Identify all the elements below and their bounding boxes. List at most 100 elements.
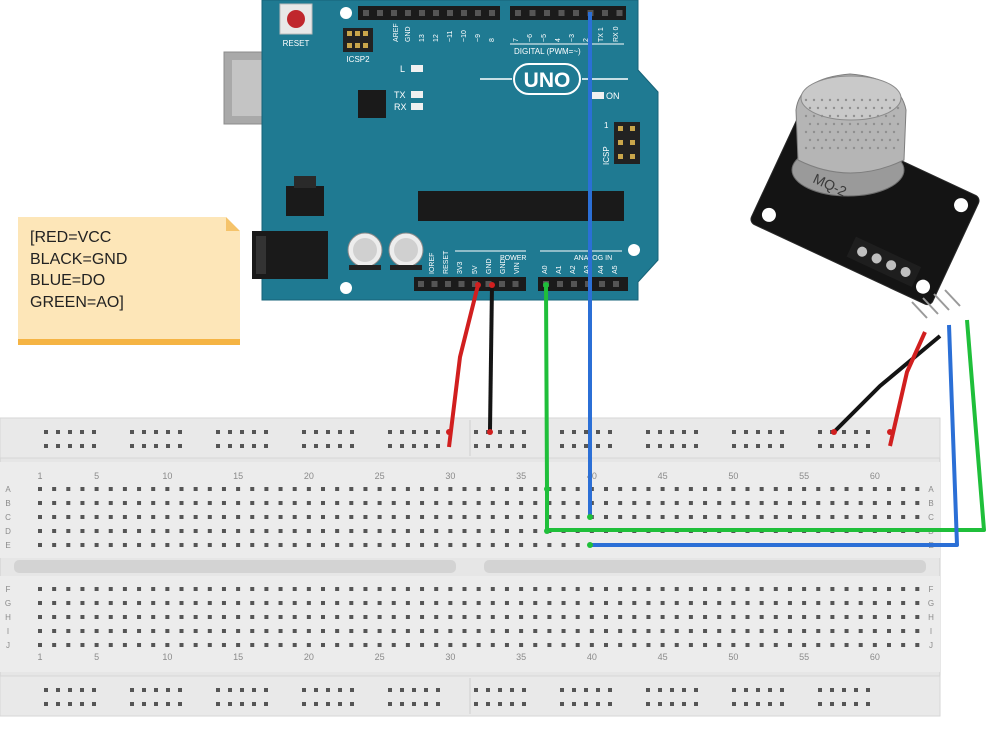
wire-blue-do-sensor <box>590 324 959 547</box>
row-letter: B <box>5 499 10 508</box>
board-label: UNO <box>524 69 571 92</box>
row-letter: J <box>6 641 10 650</box>
led-l <box>411 65 423 72</box>
column-number: 60 <box>870 471 880 481</box>
column-number: 15 <box>233 471 243 481</box>
capacitor <box>388 232 424 270</box>
led-l-label: L <box>400 64 405 74</box>
digital-pin-label: RX 0 <box>613 26 620 42</box>
digital-pin-label: 12 <box>433 34 440 42</box>
power-pin-label: RESET <box>443 250 450 274</box>
column-number: 10 <box>162 471 172 481</box>
analog-pin-label: A5 <box>612 265 619 274</box>
mq2-sensor-module: MQ-2 <box>750 73 980 319</box>
column-number: 25 <box>375 471 385 481</box>
column-number: 55 <box>799 652 809 662</box>
wire-black-gnd-sensor <box>832 334 942 434</box>
icsp-header <box>614 122 640 164</box>
column-number: 5 <box>94 471 99 481</box>
column-number: 20 <box>304 652 314 662</box>
legend-line-blue: BLUE=DO <box>30 272 106 289</box>
legend-line-red: [RED=VCC <box>30 229 112 246</box>
row-letter: F <box>929 585 934 594</box>
analog-pin-label: A0 <box>542 265 549 274</box>
led-tx <box>411 91 423 98</box>
analog-pin-labels: A0 A1 A2 A3 A4 A5 <box>542 265 619 274</box>
column-number: 25 <box>375 652 385 662</box>
icsp2-header <box>343 28 373 52</box>
row-letter: I <box>930 627 932 636</box>
digital-pin-label: 13 <box>419 34 426 42</box>
column-number: 45 <box>658 652 668 662</box>
terminal-strip-bottom <box>0 576 940 672</box>
column-number: 1 <box>37 652 42 662</box>
digital-pin-label: GND <box>405 26 412 42</box>
wire-color-legend-note: [RED=VCC BLACK=GND BLUE=DO GREEN=AO] <box>18 217 240 345</box>
row-letter: E <box>5 541 10 550</box>
power-pin-label: GND <box>486 258 493 274</box>
digital-pin-label: ~9 <box>475 34 482 42</box>
row-letter: B <box>928 499 933 508</box>
led-on <box>592 92 604 99</box>
power-pin-label: 3V3 <box>457 261 464 274</box>
row-letter: A <box>5 485 11 494</box>
icsp-label: ICSP <box>602 146 611 165</box>
legend-line-green: GREEN=AO] <box>30 293 124 311</box>
analog-pin-label: A4 <box>598 265 605 274</box>
column-number: 60 <box>870 652 880 662</box>
led-tx-label: TX <box>394 90 406 100</box>
reset-label: RESET <box>283 39 310 48</box>
row-letter: I <box>7 627 9 636</box>
row-letter: C <box>928 513 934 522</box>
uno-logo <box>513 63 581 95</box>
digital-pin-label: 7 <box>513 38 520 42</box>
led-rx <box>411 103 423 110</box>
power-pin-label: GND <box>500 258 507 274</box>
digital-header-left <box>358 6 500 20</box>
row-letter: C <box>5 513 11 522</box>
row-letter: D <box>5 527 11 536</box>
power-header-label: POWER <box>500 255 526 262</box>
voltage-regulator <box>286 186 324 216</box>
digital-pin-label: ~10 <box>461 30 468 42</box>
legend-line-black: BLACK=GND <box>30 250 128 268</box>
column-number: 55 <box>799 471 809 481</box>
power-pin-label: 5V <box>472 265 479 274</box>
column-number: 50 <box>728 471 738 481</box>
digital-pin-label: 4 <box>555 38 562 42</box>
digital-pin-label: ~3 <box>569 34 576 42</box>
digital-pin-label: ~11 <box>447 31 454 42</box>
row-letter: G <box>5 599 11 608</box>
analog-pin-label: A3 <box>584 265 591 274</box>
wire-red-vcc-arduino <box>447 284 480 448</box>
digital-pin-label: ~6 <box>527 34 534 42</box>
terminal-strip-top <box>0 462 940 558</box>
power-pin-label: IOREF <box>429 253 436 274</box>
digital-header-right <box>510 6 626 20</box>
column-number: 5 <box>94 652 99 662</box>
row-letter: H <box>5 613 11 622</box>
usb-chip <box>358 90 386 118</box>
capacitor <box>347 232 383 270</box>
digital-pin-label: AREF <box>393 23 400 42</box>
row-letter: F <box>6 585 11 594</box>
led-on-label: ON <box>606 91 620 101</box>
analog-pin-label: A2 <box>570 265 577 274</box>
column-number: 30 <box>445 471 455 481</box>
row-letter: A <box>928 485 934 494</box>
column-number: 1 <box>37 471 42 481</box>
wires <box>446 12 986 548</box>
digital-header-label: DIGITAL (PWM=~) <box>514 47 581 56</box>
analog-header-label: ANALOG IN <box>574 255 612 262</box>
column-number: 10 <box>162 652 172 662</box>
power-header <box>414 277 526 291</box>
digital-pin-label: ~5 <box>541 34 548 42</box>
column-number: 45 <box>658 471 668 481</box>
power-pin-label: VIN <box>514 262 521 274</box>
center-channel <box>14 560 456 573</box>
analog-pin-label: A1 <box>556 265 563 274</box>
